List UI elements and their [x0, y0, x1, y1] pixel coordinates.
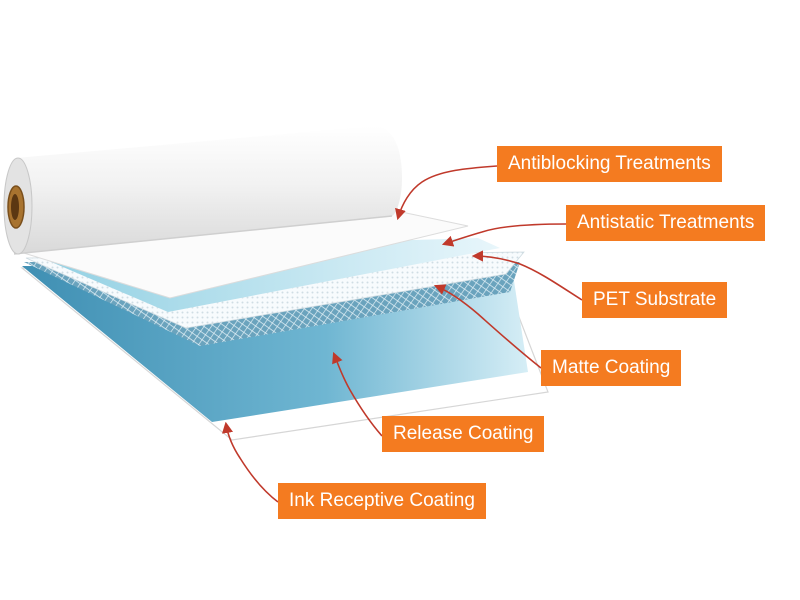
label-matte-coating: Matte Coating [541, 350, 682, 386]
arrow-antiblocking [395, 165, 498, 221]
label-antistatic-treatments: Antistatic Treatments [566, 205, 766, 241]
label-ink-receptive-coating: Ink Receptive Coating [278, 483, 486, 519]
label-release-coating: Release Coating [382, 416, 545, 452]
film-roll-body [14, 126, 402, 254]
arrow-matte-coating [433, 284, 542, 369]
arrow-ink-receptive-coating [221, 421, 279, 503]
film-roll-edge-shadow [13, 215, 393, 255]
arrow-antistatic [441, 223, 567, 247]
arrow-release-coating [332, 351, 383, 437]
label-antiblocking-treatments: Antiblocking Treatments [497, 146, 722, 182]
paper-core-hole [11, 194, 19, 220]
arrow-pet-substrate [471, 250, 583, 301]
label-pet-substrate: PET Substrate [582, 282, 728, 318]
